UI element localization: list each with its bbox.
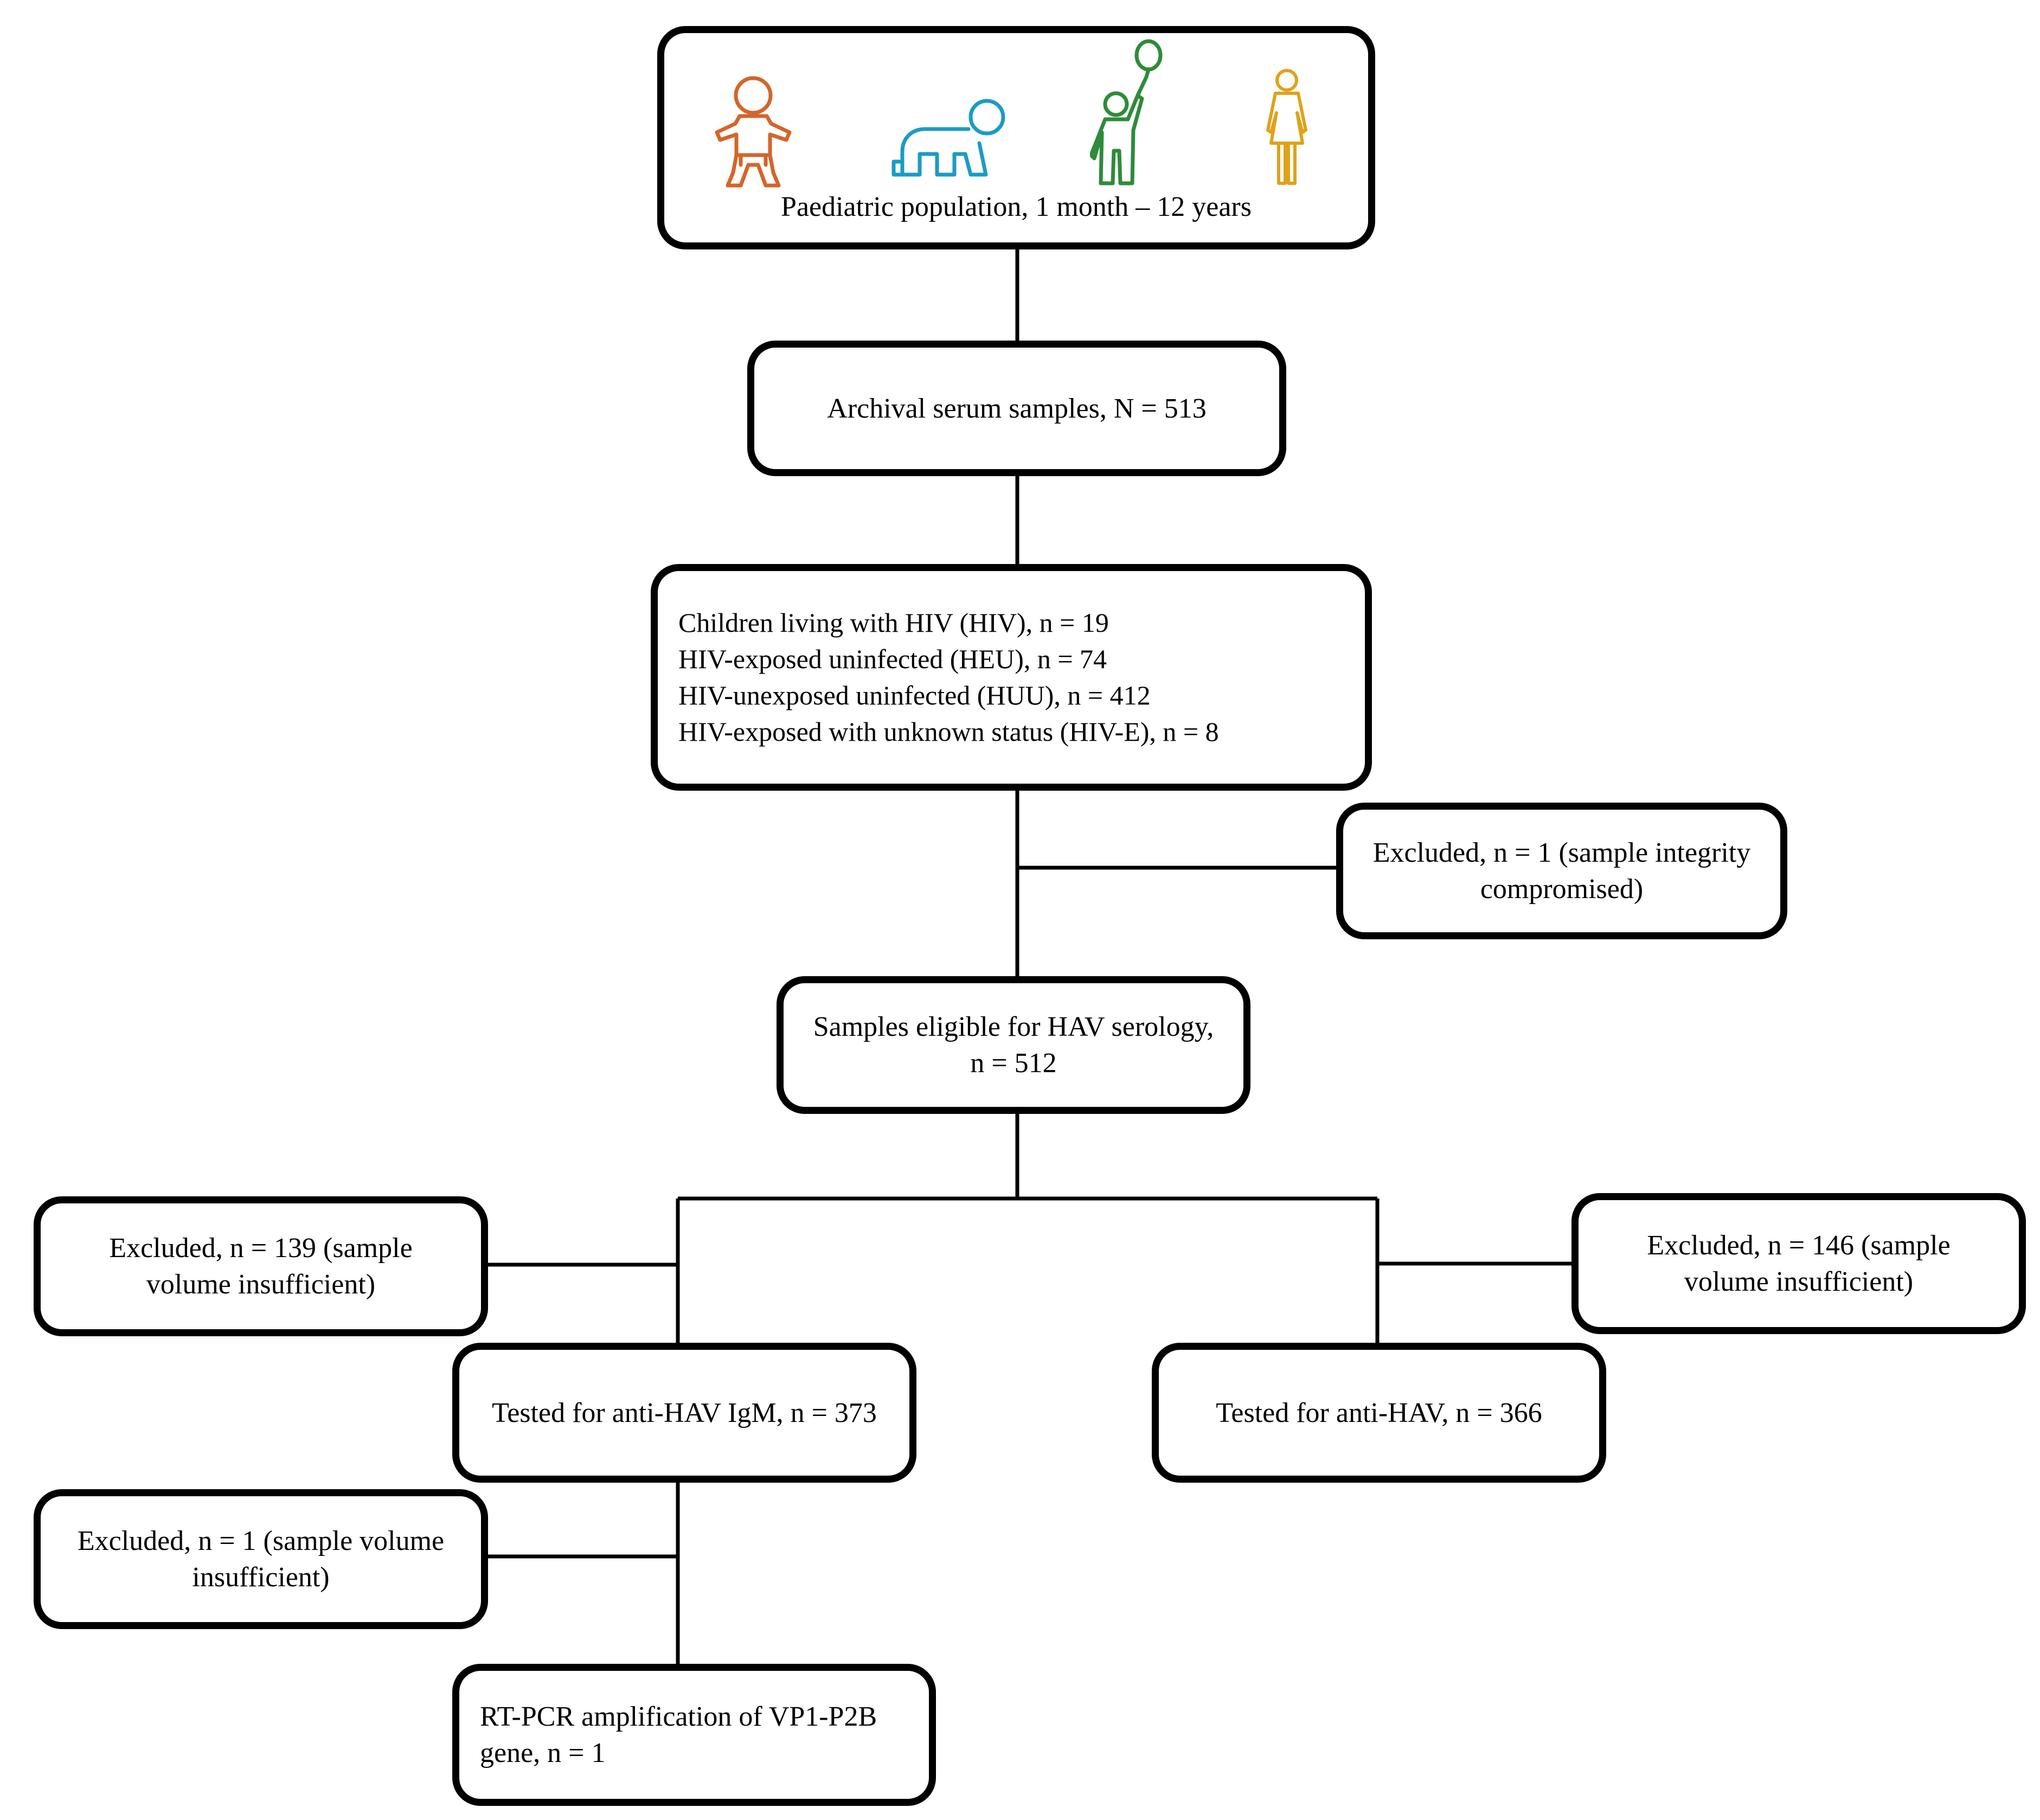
archival-samples-box: Archival serum samples, N = 513	[747, 341, 1286, 476]
excluded-146-line-2: volume insufficient)	[1684, 1266, 1914, 1297]
excluded-integrity-line-1: Excluded, n = 1 (sample integrity	[1372, 837, 1751, 868]
excluded-integrity-line-2: compromised)	[1480, 874, 1644, 905]
excluded-1-line-1: Excluded, n = 1 (sample volume	[77, 1526, 445, 1556]
hiv-groups-box: Children living with HIV (HIV), n = 19 H…	[651, 564, 1372, 791]
baby-icon	[715, 76, 792, 188]
group-line-heu: HIV-exposed uninfected (HEU), n = 74	[678, 644, 1107, 674]
excluded-139-line-2: volume insufficient)	[146, 1269, 376, 1300]
tested-igm-box: Tested for anti-HAV IgM, n = 373	[452, 1343, 916, 1483]
population-label: Paediatric population, 1 month – 12 year…	[781, 191, 1252, 222]
excluded-integrity-box: Excluded, n = 1 (sample integrity compro…	[1336, 803, 1787, 939]
rt-pcr-line-2: gene, n = 1	[480, 1738, 606, 1768]
excluded-1-volume-box: Excluded, n = 1 (sample volume insuffici…	[34, 1489, 488, 1629]
excluded-146-box: Excluded, n = 146 (sample volume insuffi…	[1571, 1193, 2026, 1334]
group-line-huu: HIV-unexposed uninfected (HUU), n = 412	[678, 680, 1151, 710]
excluded-139-box: Excluded, n = 139 (sample volume insuffi…	[34, 1196, 488, 1336]
excluded-146-line-1: Excluded, n = 146 (sample	[1647, 1230, 1951, 1261]
eligible-line-2: n = 512	[970, 1048, 1057, 1079]
group-line-hiv: Children living with HIV (HIV), n = 19	[678, 607, 1109, 638]
tested-anti-hav-label: Tested for anti-HAV, n = 366	[1216, 1397, 1542, 1428]
eligible-line-1: Samples eligible for HAV serology,	[813, 1011, 1214, 1042]
tested-igm-label: Tested for anti-HAV IgM, n = 373	[492, 1397, 877, 1428]
crawling-infant-icon	[891, 99, 1005, 177]
group-line-hiv-e: HIV-exposed with unknown status (HIV-E),…	[678, 716, 1219, 747]
archival-label: Archival serum samples, N = 513	[827, 393, 1207, 424]
eligible-samples-box: Samples eligible for HAV serology, n = 5…	[777, 976, 1250, 1114]
excluded-1-line-2: insufficient)	[192, 1562, 330, 1593]
rt-pcr-line-1: RT-PCR amplification of VP1-P2B	[480, 1701, 877, 1732]
child-with-balloon-icon	[1090, 39, 1163, 185]
excluded-139-line-1: Excluded, n = 139 (sample	[109, 1233, 413, 1264]
girl-icon	[1266, 69, 1307, 185]
rt-pcr-box: RT-PCR amplification of VP1-P2B gene, n …	[452, 1664, 936, 1806]
tested-anti-hav-box: Tested for anti-HAV, n = 366	[1152, 1343, 1606, 1483]
